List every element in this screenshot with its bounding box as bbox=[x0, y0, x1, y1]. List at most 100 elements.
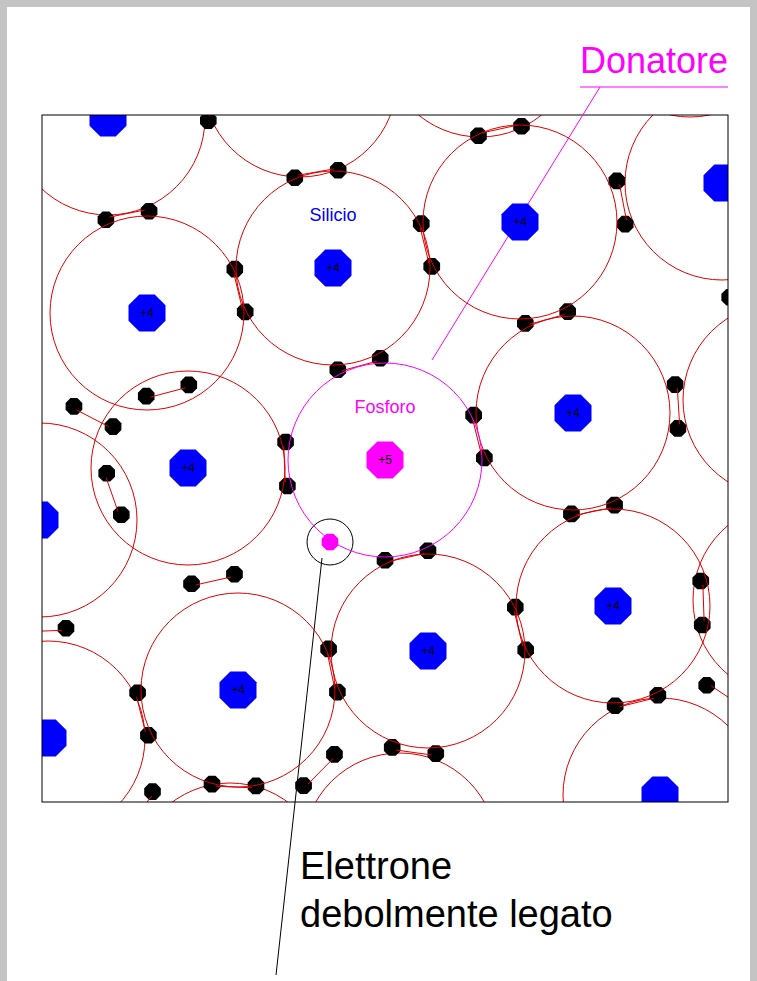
bond-electron bbox=[377, 552, 394, 569]
bond-electron bbox=[606, 497, 623, 514]
bond-electron bbox=[617, 216, 634, 233]
bond-line bbox=[308, 759, 333, 785]
silicon-nucleus bbox=[90, 115, 127, 137]
atom-outline bbox=[141, 593, 335, 787]
bond-electron bbox=[330, 162, 347, 179]
bond-electron bbox=[129, 684, 146, 701]
bond-line bbox=[77, 410, 109, 427]
electron-label: Elettrone debolmente legato bbox=[300, 842, 630, 938]
bond-line bbox=[677, 388, 679, 424]
atom-outline bbox=[50, 216, 244, 410]
bond-line bbox=[620, 184, 627, 219]
atom-name: Silicio bbox=[309, 205, 356, 226]
bond-line bbox=[42, 630, 62, 631]
bond-electron bbox=[181, 377, 198, 394]
atom-outline bbox=[563, 698, 728, 802]
bond-electron bbox=[420, 542, 437, 559]
silicon-atom: +4 bbox=[331, 554, 525, 748]
silicon-atom: +4 bbox=[476, 316, 670, 510]
nucleus bbox=[410, 633, 447, 670]
bond-electron bbox=[144, 783, 161, 800]
lattice-frame: +4Silicio+4+4+4Fosforo+5+4+4+4+4 bbox=[42, 115, 728, 802]
atom-outline bbox=[476, 316, 670, 510]
nucleus-charge: +4 bbox=[326, 261, 340, 275]
background-atoms bbox=[42, 115, 728, 802]
silicon-atom: +4 bbox=[516, 509, 710, 703]
nucleus-charge: +4 bbox=[140, 306, 154, 320]
bond-electron bbox=[721, 289, 728, 306]
atom-outline bbox=[203, 115, 397, 177]
bond-electron bbox=[507, 599, 524, 616]
nucleus bbox=[367, 442, 404, 479]
atom-outline bbox=[42, 115, 205, 215]
bond-electron bbox=[607, 698, 624, 715]
nucleus bbox=[220, 672, 257, 709]
bond-electron bbox=[670, 420, 687, 437]
bond-electron bbox=[204, 776, 221, 793]
silicon-nucleus bbox=[42, 502, 59, 539]
bond-electron bbox=[559, 303, 576, 320]
bond-electron bbox=[326, 746, 343, 763]
bond-electron bbox=[513, 118, 530, 135]
atom-outline bbox=[288, 363, 482, 557]
bond-electron bbox=[563, 506, 580, 523]
frame-border bbox=[42, 115, 728, 802]
bond-line bbox=[482, 125, 517, 133]
nucleus-charge: +4 bbox=[566, 406, 580, 420]
nucleus-charge: +5 bbox=[378, 453, 392, 467]
page-ground bbox=[7, 7, 750, 981]
atom-outline bbox=[236, 171, 430, 365]
bond-electron bbox=[698, 677, 715, 694]
bond-electron bbox=[113, 506, 130, 523]
bond-electron bbox=[287, 170, 304, 187]
atom-name: Fosforo bbox=[354, 397, 415, 418]
bond-electron bbox=[183, 576, 200, 593]
nucleus-charge: +4 bbox=[606, 599, 620, 613]
bond-electron bbox=[141, 203, 158, 220]
nucleus bbox=[315, 250, 352, 287]
bond-electron bbox=[138, 388, 155, 405]
silicon-nucleus bbox=[704, 165, 729, 202]
silicon-nucleus bbox=[642, 777, 679, 803]
bond-line bbox=[106, 478, 118, 512]
nucleus-charge: +4 bbox=[181, 461, 195, 475]
donor-label: Donatore bbox=[580, 40, 728, 82]
bond-line bbox=[711, 686, 728, 706]
atom-outline bbox=[625, 115, 728, 280]
bond-electron bbox=[227, 261, 244, 278]
bond-electron bbox=[423, 258, 440, 275]
nucleus bbox=[129, 295, 166, 332]
atom-outline bbox=[42, 641, 145, 802]
bond-line bbox=[703, 585, 704, 621]
silicon-atom: +4 bbox=[50, 216, 244, 410]
atom-outline bbox=[91, 371, 285, 565]
bond-electron bbox=[105, 418, 122, 435]
nucleus bbox=[595, 588, 632, 625]
bond-electron bbox=[140, 727, 157, 744]
bond-line bbox=[396, 750, 432, 755]
silicon-atom: Silicio +4 bbox=[236, 171, 430, 365]
atom-outline bbox=[331, 554, 525, 748]
bond-electron bbox=[226, 566, 243, 583]
atom-outline bbox=[683, 303, 728, 497]
bond-electron bbox=[667, 376, 684, 393]
atom-outline bbox=[423, 125, 617, 319]
silicon-atom: +4 bbox=[423, 125, 617, 319]
bond-electron bbox=[58, 620, 75, 637]
donor-underline bbox=[580, 87, 728, 88]
silicon-atom: +4 bbox=[91, 371, 285, 565]
silicon-nucleus bbox=[42, 720, 67, 757]
bond-line bbox=[151, 388, 186, 397]
silicon-atom: +4 bbox=[141, 593, 335, 787]
bond-electron bbox=[609, 173, 626, 190]
bond-electron bbox=[200, 115, 217, 129]
atom-outline bbox=[693, 503, 728, 697]
nucleus bbox=[170, 450, 207, 487]
atom-outline bbox=[516, 509, 710, 703]
bond-line bbox=[196, 577, 231, 585]
bond-electron bbox=[517, 642, 534, 659]
nucleus-charge: +4 bbox=[231, 683, 245, 697]
nucleus bbox=[555, 395, 592, 432]
nucleus-charge: +4 bbox=[513, 215, 527, 229]
